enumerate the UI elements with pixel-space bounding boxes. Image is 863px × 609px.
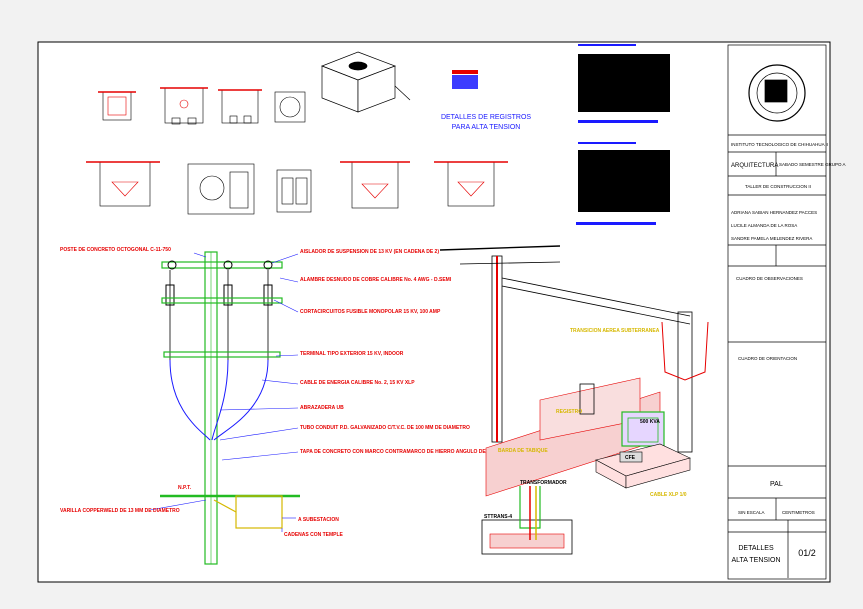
label-cfe: CFE	[625, 455, 636, 461]
course-name: TALLER DE CONSTRUCCION II	[745, 184, 811, 189]
label-varilla: VARILLA COPPERWELD DE 13 MM DE DIAMETRO	[60, 508, 180, 514]
career-name: ARQUITECTURA	[731, 163, 778, 169]
label-abrazadera: ABRAZADERA UB	[300, 405, 344, 411]
units-value: CENTIMETROS	[782, 510, 815, 515]
label-npt: N.P.T.	[178, 485, 192, 491]
label-poste: POSTE DE CONCRETO OCTOGONAL C-11-750	[60, 247, 171, 253]
label-terminal: TERMINAL TIPO EXTERIOR 15 KV, INDOOR	[300, 351, 404, 357]
label-tapa: TAPA DE CONCRETO CON MARCO CONTRAMARCO D…	[300, 449, 569, 455]
title-block-text: INSTITUTO TECNOLOGICO DE CHIHUAHUA II AR…	[731, 142, 846, 564]
label-trafo: TRANSFORMADOR	[520, 480, 567, 486]
label-cable-xlp: CABLE XLP 1/0	[650, 492, 687, 498]
registros-title-2: PARA ALTA TENSION	[452, 124, 521, 131]
label-barda: BARDA DE TABIQUE	[498, 448, 548, 454]
sheet-title-2: ALTA TENSION	[731, 557, 780, 564]
label-subestacion: A SUBESTACION	[298, 517, 339, 523]
institute-name: INSTITUTO TECNOLOGICO DE CHIHUAHUA II	[731, 142, 828, 147]
spec-notes	[576, 44, 670, 225]
label-tubo: TUBO CONDUIT P.D. GALVANIZADO C/T.V.C. D…	[300, 425, 470, 431]
plan-name: PAL	[770, 481, 783, 488]
label-sttrans: STTRANS-4	[484, 514, 512, 520]
label-registro: REGISTRO	[556, 409, 582, 415]
label-aislador: AISLADOR DE SUSPENSION DE 13 KV (EN CADE…	[300, 249, 439, 255]
register-isometric	[321, 51, 411, 113]
scale-value: SIN ESCALA	[738, 510, 765, 515]
register-detail-row1	[98, 87, 306, 125]
student-3: SANDRE PAMELA MELENDEZ RIVERA	[731, 236, 812, 241]
label-cortacircuitos: CORTACIRCUITOS FUSIBLE MONOPOLAR 15 KV, …	[300, 309, 441, 315]
registros-title-1: DETALLES DE REGISTROS	[441, 114, 531, 121]
label-cadenas: CADENAS CON TEMPLE	[284, 532, 344, 538]
legend-table	[452, 70, 478, 89]
substation-labels: TRANSICION AEREA SUBTERRANEA REGISTRO BA…	[484, 328, 687, 520]
pole-labels: POSTE DE CONCRETO OCTOGONAL C-11-750 AIS…	[60, 247, 569, 538]
register-detail-row2	[86, 161, 508, 215]
label-cable: CABLE DE ENERGIA CALIBRE No. 2, 15 KV XL…	[300, 380, 415, 386]
sheet-number: 01/2	[798, 548, 816, 558]
orientacion-heading: CUADRO DE ORIENTACION	[738, 356, 797, 361]
institute-seal-icon	[748, 64, 806, 122]
label-transicion: TRANSICION AEREA SUBTERRANEA	[570, 328, 660, 334]
label-kva: 500 KVA	[640, 419, 660, 425]
substation-detail	[439, 245, 709, 555]
student-1: ADRIANA SABIAN HERNANDEZ PACCES	[731, 210, 817, 215]
label-alambre: ALAMBRE DESNUDO DE COBRE CALIBRE No. 4 A…	[300, 277, 452, 283]
pole-detail	[149, 251, 300, 565]
student-2: LUCILE ALMANDA DE LA ROSA	[731, 223, 797, 228]
title-block	[727, 44, 827, 580]
sheet-title-1: DETALLES	[738, 545, 774, 552]
observaciones-heading: CUADRO DE OBSERVACIONES	[736, 276, 803, 281]
semester-group: SABADO SEMESTRE GRUPO A	[779, 162, 846, 167]
